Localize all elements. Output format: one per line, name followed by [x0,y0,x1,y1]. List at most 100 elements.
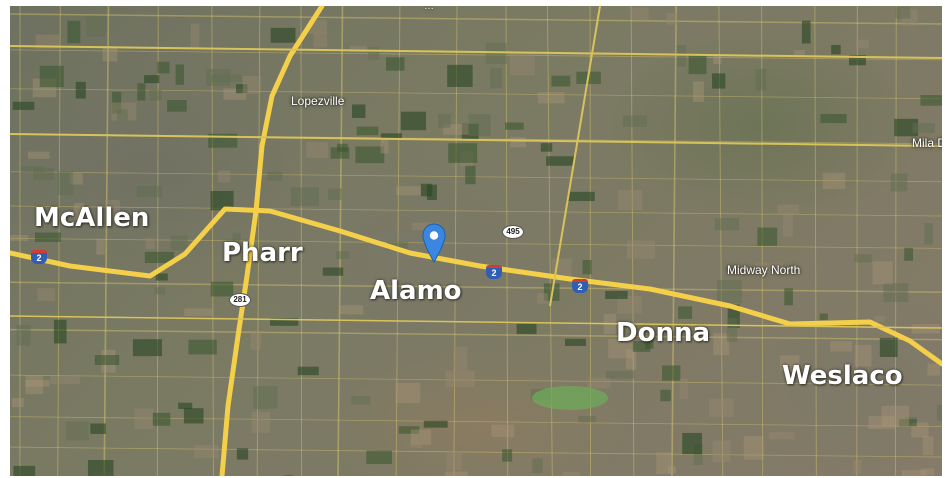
field-patch [34,232,61,243]
field-patch [831,44,841,55]
field-patch [920,95,942,106]
field-patch [336,251,350,259]
minor-road [814,6,817,476]
field-patch [856,39,870,49]
field-patch [94,355,120,365]
field-patch [270,318,299,326]
field-patch [284,475,293,476]
field-patch [134,408,154,429]
field-patch [446,451,462,471]
field-patch [25,380,50,387]
field-patch [144,75,160,84]
interstate-2-shield-west: 2 [31,250,47,264]
field-patch [448,143,478,163]
field-patch [582,259,592,275]
field-patch [137,83,146,101]
field-patch [626,240,655,259]
field-patch [883,283,909,302]
us-281-shield: 281 [229,293,251,307]
field-patch [27,151,50,159]
field-patch [20,165,45,173]
city-label-alamo: Alamo [370,276,462,306]
field-patch [210,281,234,297]
field-patch [587,377,611,389]
field-patch [105,199,120,221]
field-patch [881,405,910,427]
loop-495-shield: 495 [502,225,524,239]
field-patch [924,223,933,245]
place-label-midway-north: Midway North [727,263,801,277]
field-patch [385,57,405,71]
field-patch [395,382,421,404]
field-patch [617,189,643,211]
field-patch [490,68,503,89]
field-patch [562,472,580,476]
field-patch [712,73,726,89]
field-patch [368,46,380,60]
field-patch [157,61,170,74]
minor-road [10,205,942,217]
field-patch [67,20,81,44]
field-patch [755,69,767,91]
minor-road [10,374,942,386]
field-patch [297,366,319,376]
minor-road [10,238,942,249]
field-patch [50,376,81,385]
field-patch [443,124,469,135]
field-patch [895,6,911,19]
minor-road [10,13,942,25]
field-patch [251,412,271,433]
interstate-2-shield-east: 2 [572,279,588,293]
field-patch [96,238,105,255]
field-patch [608,339,634,359]
field-patch [322,267,344,276]
field-patch [12,101,35,110]
field-patch [911,324,941,334]
field-patch [822,172,846,190]
field-patch [872,261,893,285]
map-pin-icon[interactable] [422,223,446,263]
satellite-map[interactable]: Lopezville Midway North Mila D McAllen P… [10,6,942,476]
field-patch [351,104,366,118]
field-patch [412,222,440,231]
field-patch [25,375,44,395]
field-patch [188,339,217,355]
field-patch [757,227,778,246]
field-patch [629,7,649,21]
field-patch [667,466,676,474]
major-roads [10,6,942,476]
field-patch [510,137,526,148]
green-pond-area [532,386,608,410]
minor-road [103,6,110,476]
field-patch [313,32,328,48]
field-patch [491,424,515,438]
field-patch [904,247,914,261]
field-patch [253,386,278,409]
road-grid [10,6,942,476]
field-patch [242,75,262,94]
field-patch [502,449,513,462]
city-label-mcallen: McAllen [34,203,150,233]
field-patch [136,186,163,198]
field-patch [447,64,473,87]
field-patch [396,186,422,196]
field-patch [57,171,74,195]
field-patch [420,183,433,197]
minor-road [10,88,942,100]
field-patch [183,408,204,424]
field-patch [922,436,934,456]
minor-road [630,6,635,476]
field-patch [75,81,86,99]
field-patch [901,470,927,476]
field-patch [920,468,935,476]
field-patch [626,349,637,370]
field-patch [39,65,64,88]
field-patch [175,64,184,85]
field-patch [661,365,681,381]
field-patch [330,147,350,159]
place-label-lopezville: Lopezville [291,94,345,108]
interstate-2-shield-center: 2 [486,265,502,279]
field-patch [53,319,67,344]
field-patch [152,412,171,426]
field-patch [617,295,642,314]
